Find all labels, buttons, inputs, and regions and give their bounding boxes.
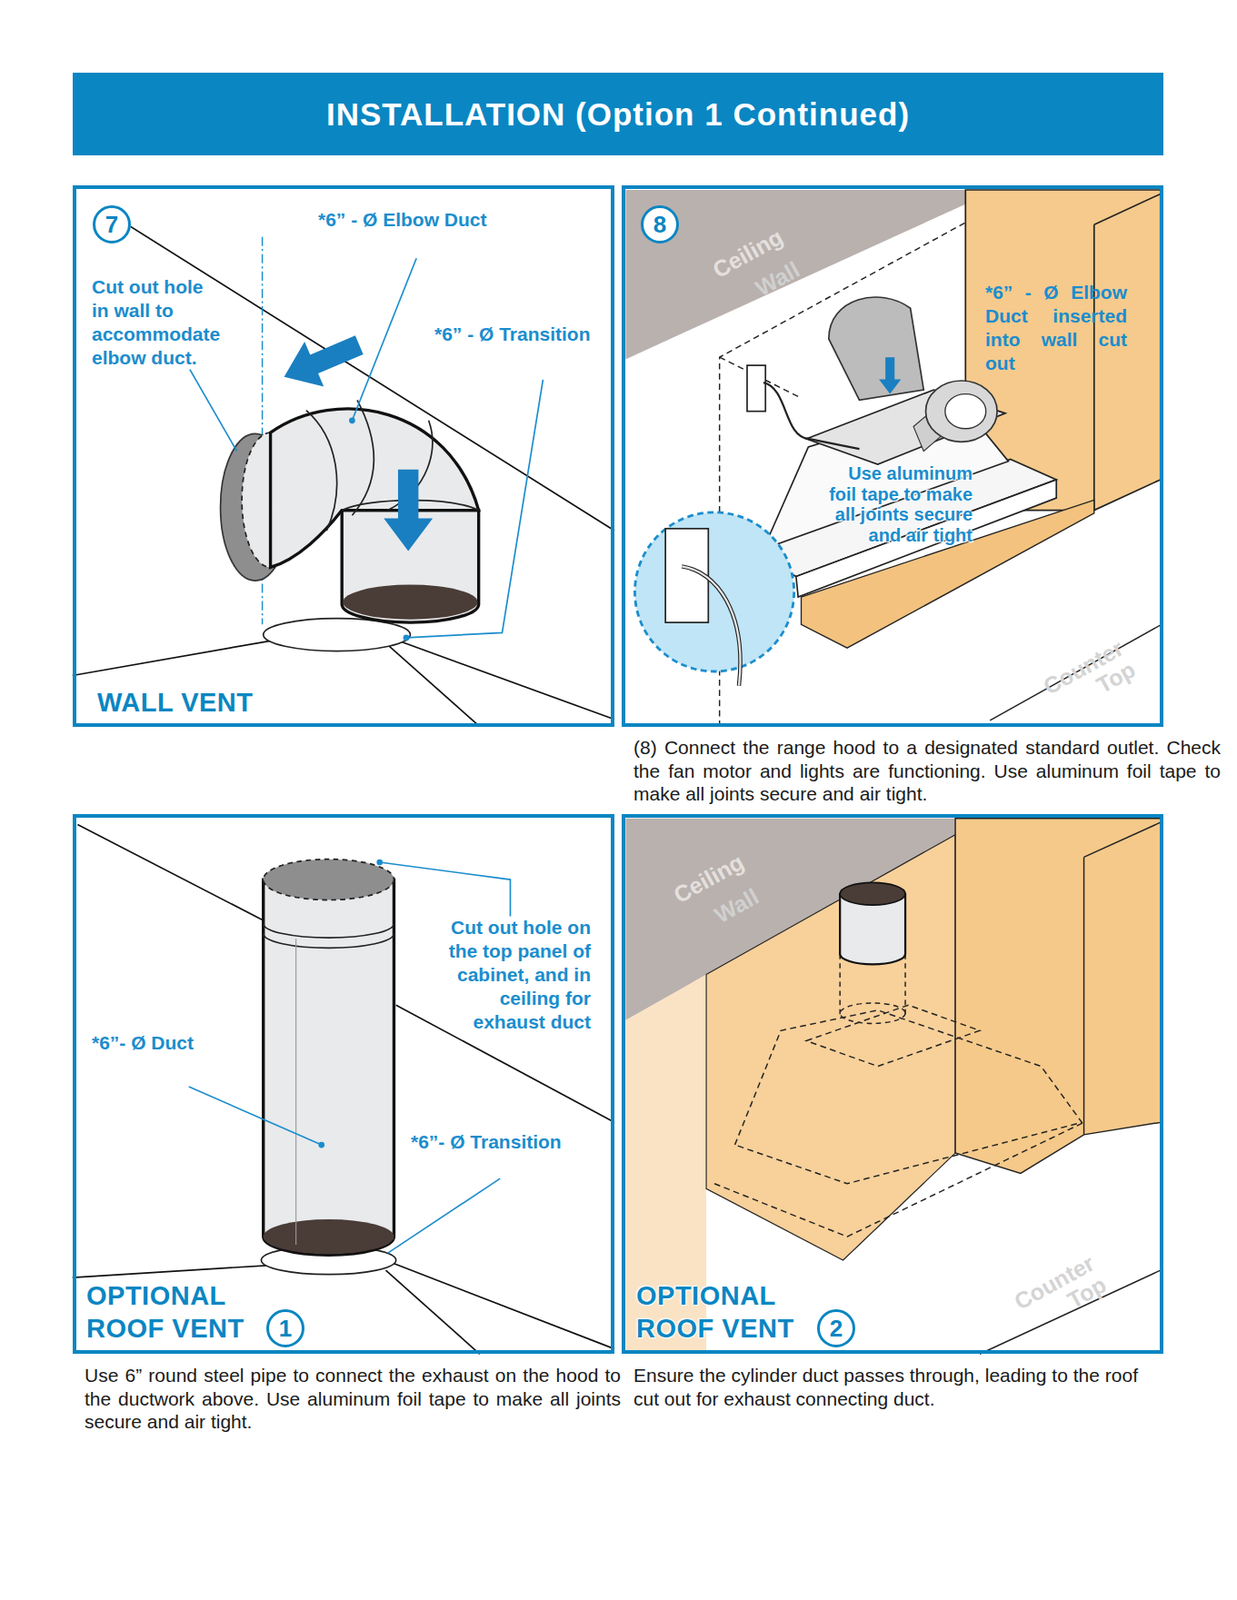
leader-line xyxy=(388,1178,501,1254)
hood-cabinet xyxy=(706,835,956,1261)
part-label: Cut out hole in wall to accommodate elbo… xyxy=(91,275,223,370)
transition-collar xyxy=(263,618,411,652)
hood-edge xyxy=(385,1270,479,1355)
foil-tape-roll xyxy=(926,380,998,442)
cabinet-edge xyxy=(1084,822,1161,858)
ceiling-edge xyxy=(77,824,263,921)
part-label: *6” - Ø Elbow Duct xyxy=(318,208,488,232)
surface-label: Wall xyxy=(751,257,804,301)
leader-line xyxy=(406,379,543,639)
callout-number: 1 xyxy=(269,1312,302,1346)
hood-top-plate xyxy=(806,389,1006,465)
direction-arrow xyxy=(274,322,370,400)
wall-vent-art xyxy=(72,226,615,727)
duct-hidden xyxy=(838,954,840,1016)
part-label: *6” - Ø Transition xyxy=(434,322,591,347)
roof-duct-opening xyxy=(839,882,906,906)
elbow-seam xyxy=(306,410,338,532)
leader-line xyxy=(379,862,511,918)
part-label: Cut out hole on the top panel of cabinet… xyxy=(436,916,591,1035)
panel-title: OPTIONAL ROOF VENT xyxy=(86,1279,287,1346)
callout-number: 2 xyxy=(819,1312,853,1346)
pipe-seam xyxy=(295,938,297,1246)
leader-line xyxy=(189,1087,322,1146)
hood-top-plate xyxy=(806,1005,980,1067)
plug-cord xyxy=(681,566,740,686)
duct-hidden xyxy=(839,1003,906,1024)
foil-tape-core xyxy=(945,394,987,429)
cabinet-edge xyxy=(1093,224,1096,510)
step-caption: Use 6” round steel pipe to connect the e… xyxy=(84,1364,621,1435)
plug-cord xyxy=(681,566,740,686)
outlet-inset xyxy=(634,512,794,672)
direction-arrow xyxy=(878,357,901,394)
surface-label: Counter Top xyxy=(1007,1251,1111,1339)
leader-dot xyxy=(318,1142,325,1149)
surface-label: Wall xyxy=(710,884,763,928)
hood-outline xyxy=(735,1010,1083,1185)
step-panel: OPTIONAL ROOF VENTUse 6” round steel pip… xyxy=(72,814,615,1355)
pipe-band xyxy=(263,934,395,949)
part-label: Use aluminum foil tape to make all joint… xyxy=(822,463,973,546)
page-title: INSTALLATION (Option 1 Continued) xyxy=(72,72,1164,156)
cabinet-edge xyxy=(1094,193,1161,225)
leader-dot xyxy=(403,635,410,642)
elbow-bottom-opening xyxy=(342,585,478,620)
wall-cabinet xyxy=(955,818,1161,1175)
leader-line xyxy=(351,258,417,421)
step-caption: Ensure the cylinder duct passes through,… xyxy=(633,1364,1138,1411)
roof-vent-2-art xyxy=(625,818,1160,1356)
elbow-body xyxy=(270,409,479,569)
leader-line xyxy=(189,369,238,452)
ceiling-hole xyxy=(263,859,395,901)
step-panel: (8) Connect the range hood to a designat… xyxy=(621,185,1164,728)
hood-edge xyxy=(388,645,480,728)
hood-edge xyxy=(72,1266,271,1278)
hood-outline xyxy=(714,1122,1085,1237)
title-band: INSTALLATION (Option 1 Continued) xyxy=(72,72,1164,156)
part-label: *6”- Ø Duct xyxy=(91,1031,194,1056)
hood-edge xyxy=(72,640,271,676)
step-panel: WALL VENT 7 xyxy=(72,185,615,728)
step-number: 7 xyxy=(92,205,131,244)
power-cord xyxy=(763,382,860,449)
step-number: 1 xyxy=(266,1309,305,1348)
cabinet-edge xyxy=(1083,857,1085,1135)
step-caption: (8) Connect the range hood to a designat… xyxy=(633,736,1221,807)
duct-hidden xyxy=(904,954,906,1016)
callout-number: 8 xyxy=(643,208,677,241)
roof-vent-1-art xyxy=(72,824,615,1355)
wall-outlet xyxy=(747,365,766,412)
duct-pipe xyxy=(263,879,395,1256)
elbow-install-art xyxy=(625,189,1162,728)
callout-number: 7 xyxy=(95,208,129,241)
elbow-seam xyxy=(351,399,374,516)
direction-arrow xyxy=(383,469,433,552)
step-number: 8 xyxy=(640,205,679,244)
pipe-band xyxy=(263,923,395,938)
step-number: 2 xyxy=(817,1309,856,1348)
panel-title: WALL VENT xyxy=(97,686,254,719)
elbow-duct xyxy=(828,297,924,400)
part-label: *6”- Ø Transition xyxy=(410,1130,562,1155)
part-label: *6” - Ø Elbow Duct inserted into wall cu… xyxy=(985,280,1128,376)
panel-title: OPTIONAL ROOF VENT xyxy=(636,1279,837,1346)
duct-bottom-opening xyxy=(263,1219,395,1255)
leader-dot xyxy=(349,417,356,424)
surface-label: Counter Top xyxy=(1036,636,1140,724)
leader-dot xyxy=(376,859,383,867)
